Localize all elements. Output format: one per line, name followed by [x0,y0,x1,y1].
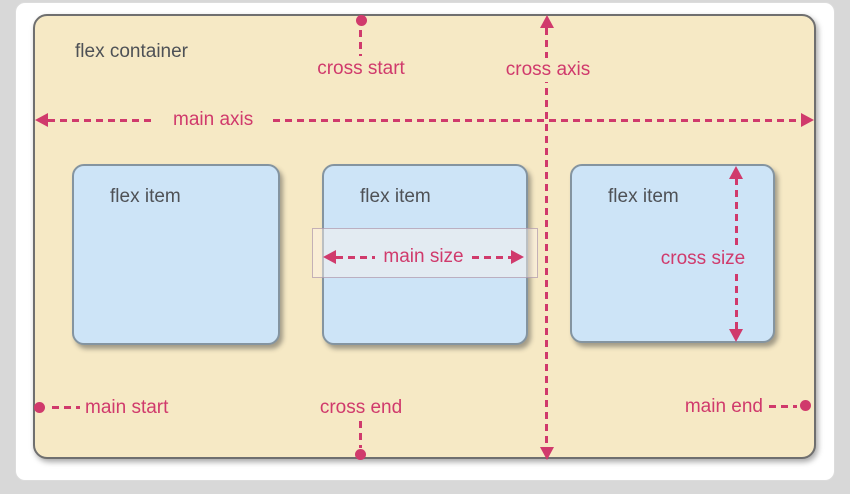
flex-item-2: flex item [322,164,528,345]
cross-axis-down-arrowhead-icon [540,447,554,460]
main-axis-dash-left [48,118,153,122]
flex-container-label: flex container [75,41,189,62]
cross-end-dot-icon [355,449,366,460]
flex-item-3-label: flex item [608,186,679,207]
main-size-left-arrowhead-icon [323,250,336,264]
main-axis-label: main axis [173,109,254,130]
cross-end-label: cross end [319,397,403,418]
cross-axis-up-arrowhead-icon [540,15,554,28]
flex-item-1: flex item [72,164,280,345]
cross-axis-line [545,28,548,450]
cross-size-down-arrowhead-icon [729,329,743,342]
cross-start-dash [359,30,362,56]
main-end-dot-icon [800,400,811,411]
main-start-dash [52,406,80,409]
main-size-arrow: main size [323,246,524,267]
main-size-dash-left [336,255,376,259]
cross-axis-label: cross axis [495,58,601,82]
main-size-right-arrowhead-icon [511,250,524,264]
cross-end-dash [359,421,362,448]
cross-size-label: cross size [651,247,755,271]
main-axis-left-arrowhead-icon [35,113,48,127]
main-size-highlight-band [312,228,538,278]
main-size-dash-right [471,255,511,259]
flex-item-2-label: flex item [360,186,431,207]
main-axis-right-arrowhead-icon [801,113,814,127]
flex-item-1-label: flex item [110,186,181,207]
cross-size-up-arrowhead-icon [729,166,743,179]
main-size-label: main size [383,246,464,267]
cross-start-label: cross start [317,58,405,79]
main-end-label: main end [684,396,763,417]
main-start-dot-icon [34,402,45,413]
main-end-dash [769,405,797,408]
cross-start-dot-icon [356,15,367,26]
main-start-label: main start [85,397,169,418]
main-axis-line: main axis [35,109,814,130]
main-axis-dash-right [273,118,801,122]
